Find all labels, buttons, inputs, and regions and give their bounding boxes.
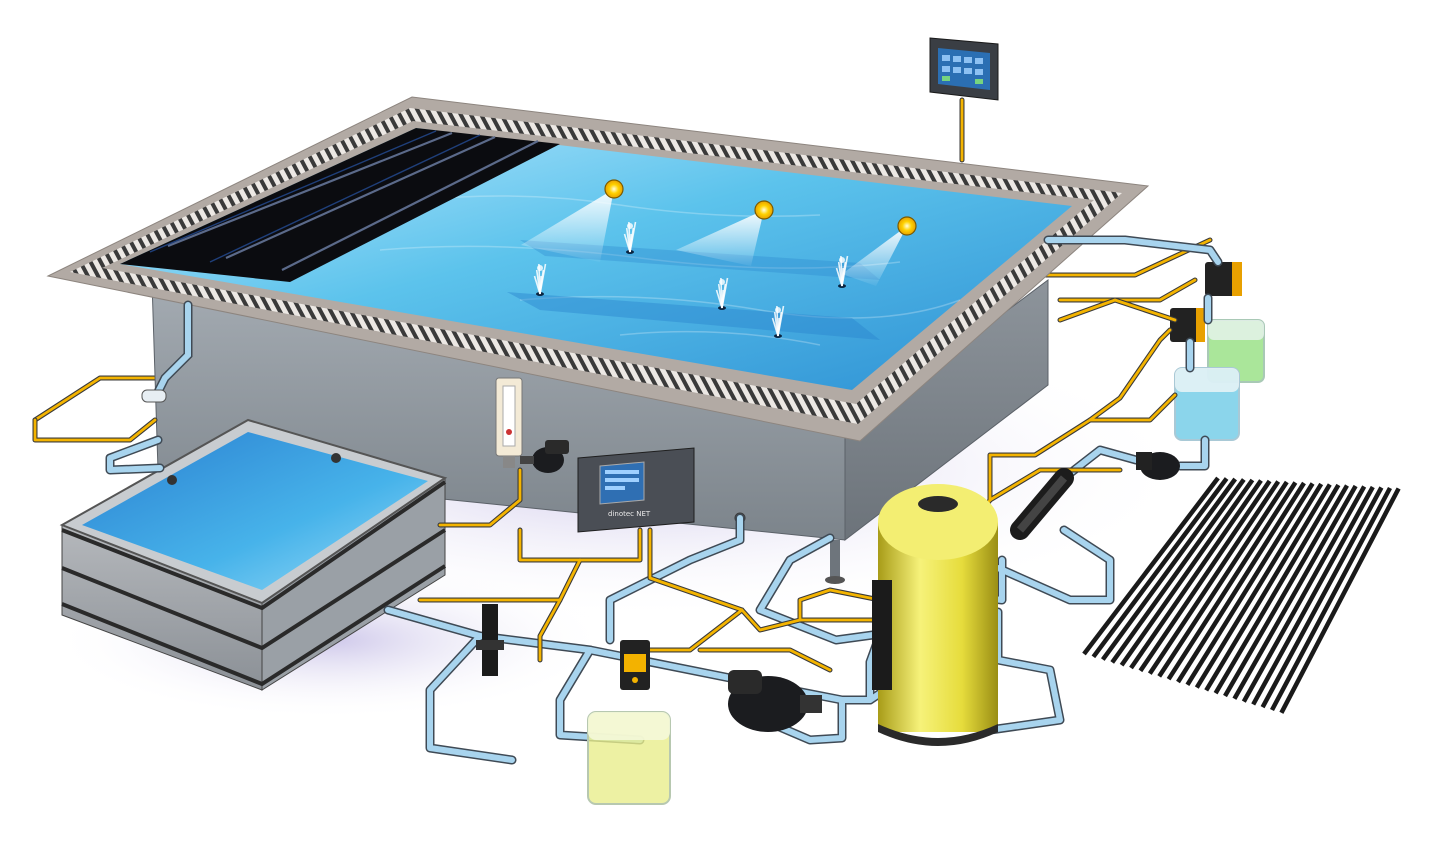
valve-icon xyxy=(476,640,504,650)
mat-line xyxy=(1185,482,1315,686)
floor-jets xyxy=(533,221,849,338)
control-cable xyxy=(698,648,832,672)
pipe xyxy=(1045,237,1221,265)
mat-line xyxy=(1223,484,1349,698)
pipe xyxy=(1177,437,1208,469)
mat-line xyxy=(1279,487,1401,714)
light-icon xyxy=(754,200,774,220)
underwater-lights xyxy=(604,179,917,236)
canister-icon xyxy=(587,711,671,805)
touch-control-panel xyxy=(929,37,999,101)
mat-line xyxy=(1110,478,1246,664)
canister-icon xyxy=(1174,367,1240,441)
pipe xyxy=(757,535,883,643)
light-icon xyxy=(897,216,917,236)
valve-icon xyxy=(872,580,892,690)
jet-icon xyxy=(623,221,637,254)
mat-line xyxy=(1241,485,1367,703)
control-cable xyxy=(1088,328,1172,422)
uv-reactor xyxy=(1010,468,1074,540)
pool-cover xyxy=(120,128,560,282)
mat-line xyxy=(1176,481,1306,684)
control-cable xyxy=(638,608,744,652)
mat-line xyxy=(1138,479,1272,673)
mat-line xyxy=(1194,482,1324,689)
mat-line xyxy=(1147,480,1281,675)
balance-tank xyxy=(59,418,448,691)
control-cable xyxy=(1057,297,1178,323)
control-cable xyxy=(988,393,1177,502)
mat-line xyxy=(1251,485,1375,706)
control-cable xyxy=(798,588,882,622)
heating-mat xyxy=(1082,476,1401,714)
mat-line xyxy=(1232,484,1358,700)
pipe xyxy=(987,609,1063,733)
jet-icon xyxy=(771,305,785,338)
mat-line xyxy=(1260,486,1384,709)
mat-line xyxy=(1082,476,1220,656)
control-cable xyxy=(1058,298,1177,322)
chemical-canister-front xyxy=(587,640,671,805)
wall-pump xyxy=(520,440,569,473)
flow-meter xyxy=(495,377,523,468)
pipe xyxy=(607,515,743,643)
controller-brand-label: dinotec NET xyxy=(608,510,651,518)
circulation-pump xyxy=(728,670,822,732)
control-cables xyxy=(32,297,1178,673)
sand-filter xyxy=(872,484,998,746)
jet-icon xyxy=(835,255,849,288)
control-cable xyxy=(538,598,562,662)
mat-line xyxy=(1157,480,1289,678)
mat-line xyxy=(1119,478,1255,667)
dosing-controller: dinotec NET xyxy=(577,447,695,533)
mat-line xyxy=(1270,486,1392,712)
mat-line xyxy=(1213,483,1341,695)
light-icon xyxy=(604,179,624,199)
mat-line xyxy=(1129,479,1263,670)
dosing-pump-icon xyxy=(1205,262,1242,296)
heat-pump-circuit-pump xyxy=(1136,452,1180,480)
pipe xyxy=(995,527,1113,603)
mat-line xyxy=(1166,481,1298,681)
jet-icon xyxy=(715,277,729,310)
inline-valves xyxy=(476,604,504,676)
mat-line xyxy=(1204,483,1332,692)
control-cable xyxy=(33,418,157,442)
mat-line xyxy=(1100,477,1238,661)
pipe xyxy=(107,437,163,473)
dosing-pump-icon xyxy=(1170,308,1205,342)
underwater-light-beams xyxy=(521,189,907,286)
chemical-canisters-right xyxy=(1170,262,1265,441)
control-cable xyxy=(438,468,522,527)
dosing-pump-icon xyxy=(620,640,650,690)
jet-icon xyxy=(533,263,547,296)
pipe xyxy=(427,633,515,763)
mat-line xyxy=(1091,477,1229,659)
